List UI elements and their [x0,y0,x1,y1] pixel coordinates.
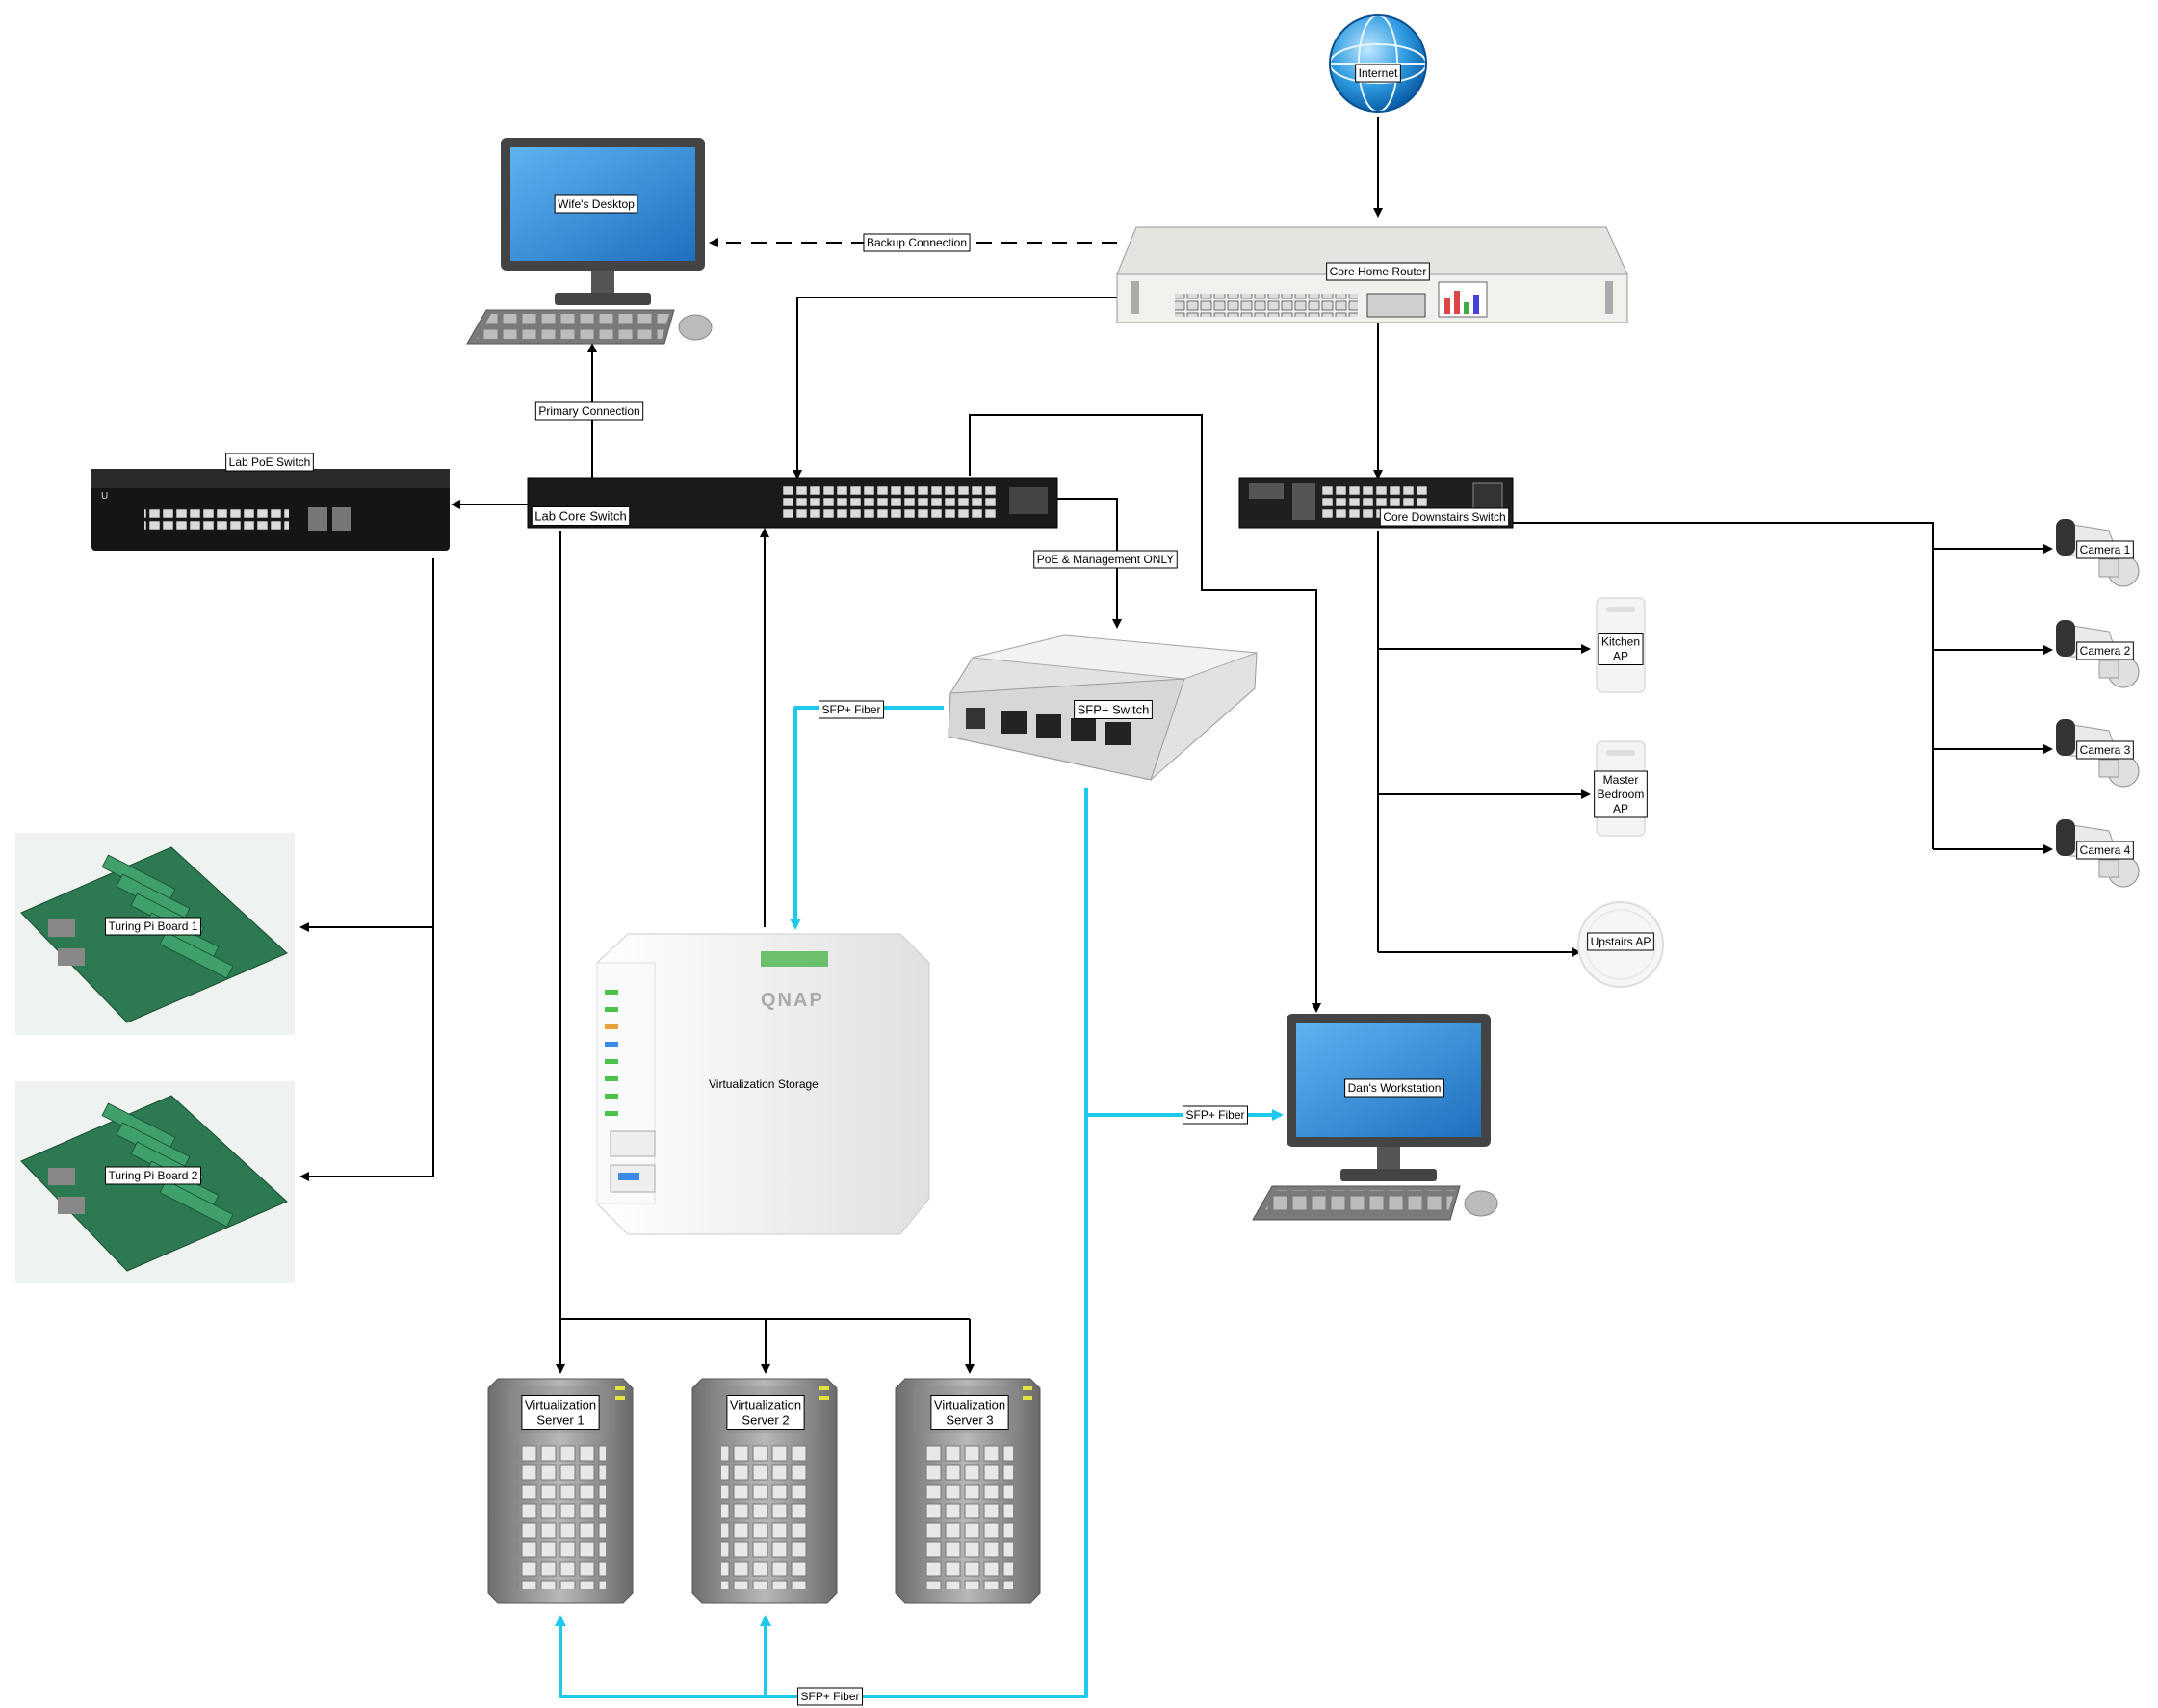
sfp-switch-label: SFP+ Switch [1074,700,1153,719]
primary-connection-label: Primary Connection [534,401,644,421]
lab-core-switch-label: Lab Core Switch [531,506,631,526]
link-router-labcore [793,297,1129,479]
fiber-sfp-dan [1084,788,1284,1121]
poe-management-label: PoE & Management ONLY [1033,550,1178,569]
upstairs-ap-label: Upstairs AP [1587,932,1654,951]
wife-desktop-computer-icon[interactable] [466,138,713,345]
server-2-label-text: Server 2 [741,1413,789,1428]
server-1-label-text: Virtualization [525,1398,596,1412]
master-bedroom-ap-label-text: Bedroom [1598,788,1645,801]
turing-board-1-label: Turing Pi Board 1 [105,917,201,936]
lab-poe-switch-label-text: Lab PoE Switch [229,455,311,469]
sfp-fiber-label-servers: SFP+ Fiber [796,1687,864,1706]
core-downstairs-switch-label-text: Core Downstairs Switch [1383,510,1505,524]
upstairs-ap-label-text: Upstairs AP [1591,935,1651,948]
lab-poe-switch[interactable]: U [91,469,450,551]
server-1-label-text: Server 1 [536,1413,584,1428]
turing-board-1-label-text: Turing Pi Board 1 [109,919,198,933]
camera-3[interactable] [2056,719,2140,788]
lab-core-switch-label-text: Lab Core Switch [534,509,626,524]
virtualization-server-1[interactable] [487,1378,634,1604]
link-labcore-dan [969,414,1321,1013]
qnap-brand-text: QNAP [761,990,824,1011]
camera-1-label: Camera 1 [2076,540,2134,559]
virtualization-server-3[interactable] [895,1378,1041,1604]
camera-4-label: Camera 4 [2076,841,2134,860]
core-router-label-text: Core Home Router [1330,265,1427,278]
virtualization-storage-nas[interactable] [596,933,930,1235]
wife-desktop-label: Wife's Desktop [554,194,638,214]
wife-desktop-label-text: Wife's Desktop [558,197,635,211]
sfp-fiber-label-servers-text: SFP+ Fiber [800,1690,859,1703]
backup-connection-label: Backup Connection [863,233,971,252]
link-downstairs-cambus [1510,522,1934,849]
camera-2-label: Camera 2 [2076,641,2134,660]
server-3-label-text: Virtualization [934,1398,1005,1412]
dans-workstation-label-text: Dan's Workstation [1348,1081,1442,1095]
turing-board-2-label-text: Turing Pi Board 2 [109,1169,198,1182]
camera-3-label: Camera 3 [2076,740,2134,760]
core-home-router[interactable] [1116,226,1628,323]
sfp-fiber-label-nas-text: SFP+ Fiber [821,703,880,716]
core-downstairs-switch-label: Core Downstairs Switch [1379,507,1510,527]
primary-connection-label-text: Primary Connection [538,404,639,418]
server-3-label-text: Server 3 [946,1413,993,1428]
sfp-fiber-label-dan-text: SFP+ Fiber [1185,1108,1244,1122]
poe-management-label-text: PoE & Management ONLY [1037,553,1175,566]
camera-1-label-text: Camera 1 [2080,543,2131,556]
sfp-switch-label-text: SFP+ Switch [1078,703,1150,717]
turing-board-2-label: Turing Pi Board 2 [105,1166,201,1185]
internet-label: Internet [1355,64,1401,83]
virtualization-storage-label: Virtualization Storage [709,1077,819,1091]
camera-4-label-text: Camera 4 [2080,843,2131,857]
internet-label-text: Internet [1359,66,1398,80]
sfp-fiber-label-nas: SFP+ Fiber [818,700,885,719]
kitchen-ap-label-text: AP [1613,650,1628,663]
camera-3-label-text: Camera 3 [2080,743,2131,757]
fiber-sfp-nas [790,706,944,930]
connections [299,117,2053,1374]
sfp-fiber-label-dan: SFP+ Fiber [1182,1105,1249,1125]
kitchen-ap-label-text: Kitchen [1601,635,1640,649]
internet-globe-icon[interactable] [1329,14,1427,113]
camera-2[interactable] [2056,620,2140,688]
lab-poe-switch-label: Lab PoE Switch [225,453,314,472]
dans-workstation-label: Dan's Workstation [1344,1078,1444,1098]
camera-4[interactable] [2056,819,2140,888]
master-bedroom-ap-label-text: AP [1613,802,1628,815]
server-2-label-text: Virtualization [730,1398,801,1412]
cameras [2056,519,2140,888]
camera-2-label-text: Camera 2 [2080,644,2131,658]
core-router-label: Core Home Router [1326,262,1430,281]
svg-text:U: U [101,491,108,502]
dans-workstation-computer-icon[interactable] [1252,1014,1498,1221]
master-bedroom-ap-label-text: Master [1603,773,1639,787]
backup-connection-label-text: Backup Connection [867,236,967,249]
